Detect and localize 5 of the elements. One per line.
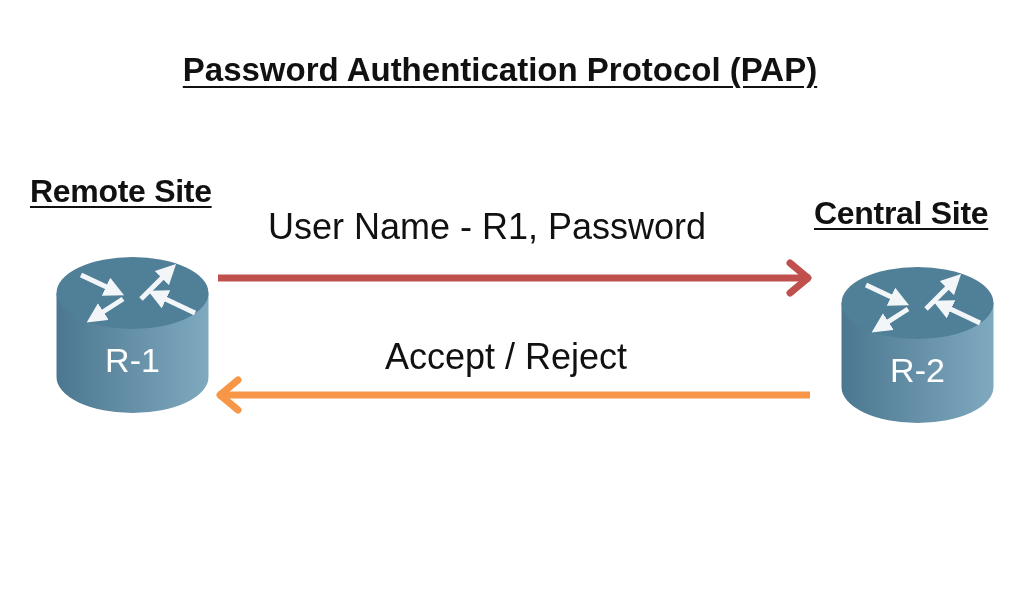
site-heading: Central Site bbox=[814, 194, 989, 232]
router-label: R-1 bbox=[104, 341, 161, 379]
title: Password Authentication Protocol (PAP) bbox=[181, 50, 819, 90]
router-label: R-2 bbox=[889, 351, 946, 389]
site-heading: Remote Site bbox=[30, 172, 212, 210]
